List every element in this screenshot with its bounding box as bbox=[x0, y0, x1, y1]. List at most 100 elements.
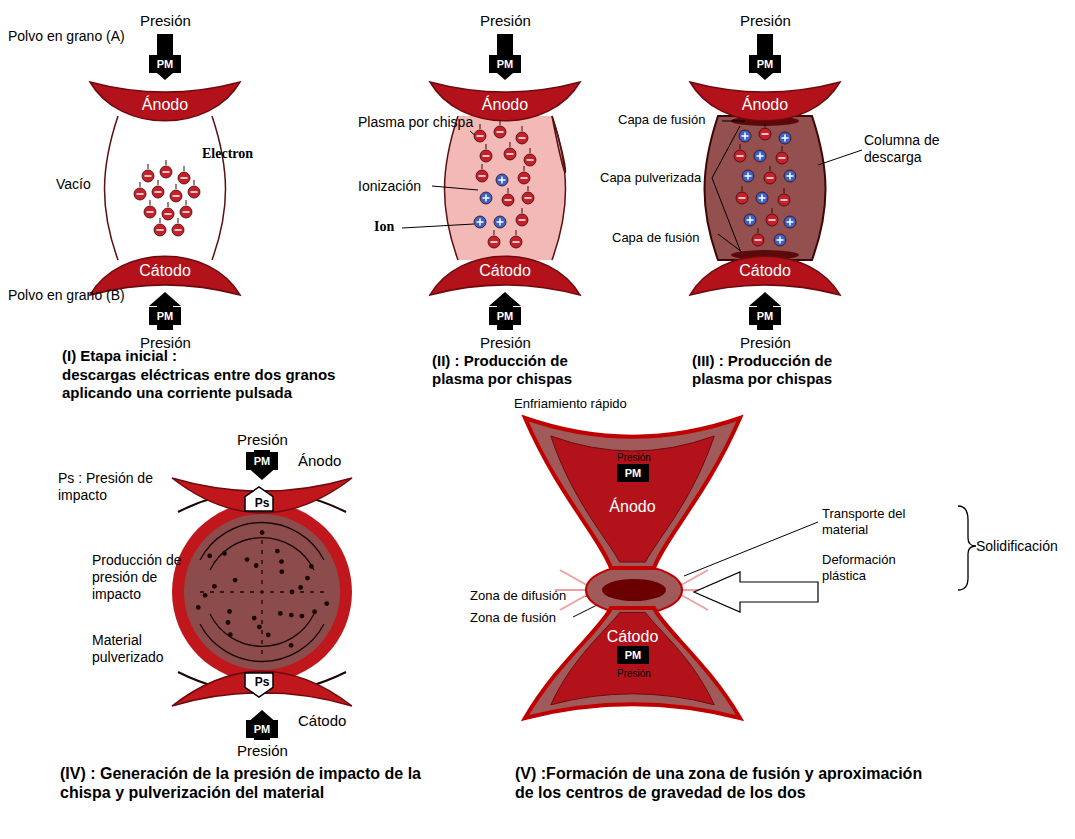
anode-electrode: ÁnodoPs bbox=[172, 478, 352, 526]
sputter-dot bbox=[227, 609, 232, 614]
sputter-dot bbox=[196, 605, 201, 610]
sputter-dot bbox=[278, 611, 283, 616]
electron bbox=[524, 154, 536, 166]
electron bbox=[522, 192, 534, 204]
electron bbox=[160, 166, 172, 178]
ion bbox=[494, 216, 506, 228]
node-outline bbox=[525, 418, 740, 568]
sputter-dot bbox=[228, 632, 233, 637]
sputter-dot bbox=[233, 578, 238, 583]
ps-label: Ps bbox=[245, 675, 279, 689]
electron bbox=[476, 170, 488, 182]
anode-electrode: Ánodo bbox=[90, 82, 240, 127]
sputter-dot bbox=[212, 584, 217, 589]
electrode-label: Ánodo bbox=[90, 96, 240, 114]
sputter-dot bbox=[245, 557, 250, 562]
pm-box: PM bbox=[749, 307, 781, 325]
impact-pressure-marker: Ps bbox=[245, 673, 279, 697]
sputter-dot bbox=[309, 564, 314, 569]
pm-label: PM bbox=[489, 307, 521, 325]
ion bbox=[496, 174, 508, 186]
sputter-dot bbox=[289, 613, 294, 618]
electron bbox=[144, 206, 156, 218]
pressure-label: Presión bbox=[140, 12, 191, 30]
deformation-arrow bbox=[694, 572, 818, 612]
sputter-dot bbox=[305, 576, 310, 581]
electron bbox=[516, 214, 528, 226]
pm-box: PM bbox=[617, 646, 649, 664]
sputter-dot bbox=[275, 549, 280, 554]
cathode-electrode: Cátodo bbox=[430, 250, 580, 295]
cooling-label: Enfriamiento rápido bbox=[514, 396, 627, 412]
sputter-dot bbox=[252, 616, 257, 621]
electron bbox=[778, 194, 790, 206]
electron bbox=[764, 172, 776, 184]
spark-sphere bbox=[172, 491, 352, 693]
sputter-dot bbox=[290, 590, 295, 595]
electrode-label: Cátodo bbox=[430, 262, 580, 280]
pressure-label: Presión bbox=[237, 431, 288, 449]
pm-box: PM bbox=[617, 464, 649, 482]
electron bbox=[752, 234, 764, 246]
pressure-label: Presión bbox=[617, 668, 651, 680]
material-label: Material pulverizado bbox=[92, 632, 192, 666]
electrode-label: Cátodo bbox=[525, 628, 740, 646]
electron bbox=[734, 150, 746, 162]
particle-label: Ionización bbox=[358, 178, 421, 195]
pressure-label: Ps : Presión de impacto bbox=[58, 470, 178, 504]
pm-label: PM bbox=[246, 452, 278, 470]
electron bbox=[172, 224, 184, 236]
pm-label: PM bbox=[149, 55, 181, 73]
sputter-dot bbox=[257, 625, 262, 630]
zone-label: Zona de fusión bbox=[470, 610, 556, 626]
ion bbox=[739, 130, 751, 142]
pm-box: PM bbox=[489, 55, 521, 73]
electron bbox=[152, 186, 164, 198]
pm-label: PM bbox=[617, 646, 649, 664]
pressure-arrow bbox=[149, 34, 181, 80]
process-label: Deformación plástica bbox=[822, 552, 918, 583]
ion bbox=[474, 216, 486, 228]
electron bbox=[142, 170, 154, 182]
process-label: Solidificación bbox=[976, 538, 1058, 555]
stage-caption: (IV) : Generación de la presión de impac… bbox=[60, 764, 432, 802]
pressure-arrow bbox=[749, 292, 781, 330]
ion bbox=[756, 192, 768, 204]
pm-box: PM bbox=[489, 307, 521, 325]
electrode-label: Cátodo bbox=[690, 262, 840, 280]
electron bbox=[759, 128, 771, 140]
pm-label: PM bbox=[489, 55, 521, 73]
ion bbox=[480, 192, 492, 204]
ion bbox=[784, 170, 796, 182]
zone-label: Zona de difusión bbox=[470, 588, 566, 604]
plasma-label: Plasma por chispa bbox=[358, 114, 473, 131]
electron bbox=[736, 192, 748, 204]
sputter-dot bbox=[298, 585, 303, 590]
process-label: Transporte del material bbox=[822, 506, 918, 537]
electron bbox=[502, 194, 514, 206]
ion bbox=[742, 170, 754, 182]
grain-I bbox=[105, 116, 226, 260]
electrode-label: Cátodo bbox=[90, 262, 240, 280]
pressure-label: Presión bbox=[617, 452, 651, 464]
cathode-electrode: Cátodo bbox=[690, 250, 840, 295]
anode-electrode: Ánodo bbox=[690, 82, 840, 127]
pm-label: PM bbox=[149, 307, 181, 325]
ion bbox=[784, 216, 796, 228]
particle-label: Ion bbox=[374, 219, 394, 236]
pressure-label: Presión bbox=[237, 742, 288, 760]
grain-label: Polvo en grano (B) bbox=[8, 287, 125, 304]
pm-label: PM bbox=[749, 55, 781, 73]
sputter-dot bbox=[207, 553, 212, 558]
electron bbox=[480, 150, 492, 162]
ion bbox=[774, 234, 786, 246]
sputter-dot bbox=[324, 601, 329, 606]
sputter-dot bbox=[279, 559, 284, 564]
layer-label: Capa de fusión bbox=[612, 230, 699, 246]
sputter-dot bbox=[312, 609, 317, 614]
electron bbox=[162, 208, 174, 220]
electron bbox=[134, 188, 146, 200]
pressure-arrow bbox=[489, 292, 521, 330]
electrode-label: Cátodo bbox=[298, 712, 346, 729]
electron bbox=[170, 190, 182, 202]
